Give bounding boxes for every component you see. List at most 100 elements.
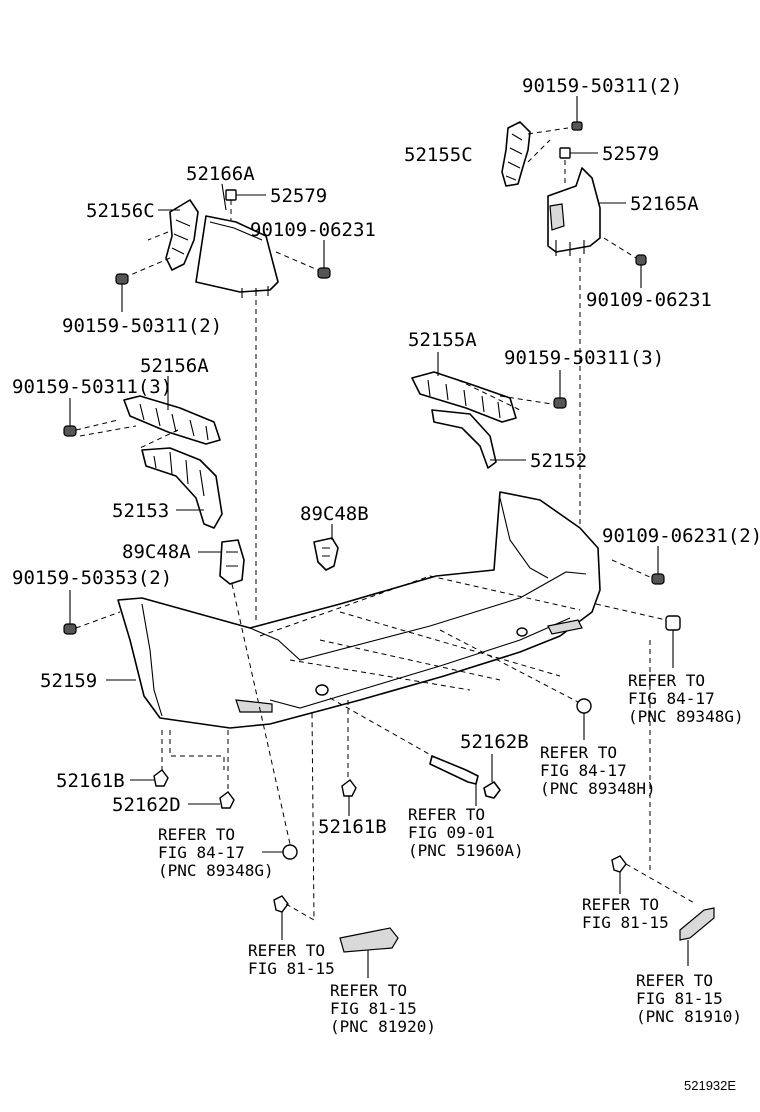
label-89c48a: 89C48A <box>122 541 191 563</box>
bulb-81-15-left[interactable] <box>273 895 289 913</box>
clip-89348h[interactable] <box>576 698 592 714</box>
bolt-90109-06231-right[interactable] <box>635 254 647 266</box>
dash-90109-right <box>603 237 637 259</box>
label-52579-right: 52579 <box>602 143 659 165</box>
part-52156a-retainer[interactable] <box>123 395 221 445</box>
label-52165a: 52165A <box>630 193 699 215</box>
label-52156a: 52156A <box>140 355 209 377</box>
label-52155a: 52155A <box>408 329 477 351</box>
part-52153-retainer[interactable] <box>141 447 223 529</box>
part-89c48b-bracket[interactable] <box>313 537 339 571</box>
part-52152-plate[interactable] <box>431 409 497 469</box>
svg-text:FIG 84-17: FIG 84-17 <box>158 843 245 862</box>
label-52166a: 52166A <box>186 163 255 185</box>
svg-text:FIG 84-17: FIG 84-17 <box>540 761 627 780</box>
clip-89348g-left[interactable] <box>282 844 298 860</box>
svg-text:FIG 81-15: FIG 81-15 <box>582 913 669 932</box>
part-52165a-extension[interactable] <box>547 167 601 256</box>
svg-text:REFER TO: REFER TO <box>408 805 485 824</box>
dash-51960a <box>329 697 437 759</box>
bolt-90159-50311-3-right[interactable] <box>553 397 567 409</box>
label-52161b-left: 52161B <box>56 770 125 792</box>
part-52155a-retainer[interactable] <box>411 371 517 423</box>
bolt-90109-06231-left[interactable] <box>317 267 331 279</box>
part-52156c-bracket[interactable] <box>165 199 199 271</box>
figure-id: 521932E <box>684 1078 736 1093</box>
clip-52162d[interactable] <box>219 791 235 809</box>
ref-89348g-right: REFER TO FIG 84-17 (PNC 89348G) <box>628 671 744 726</box>
clip-89348g-right[interactable] <box>665 615 681 631</box>
svg-text:(PNC 81910): (PNC 81910) <box>636 1007 742 1026</box>
ref-89348g-left: REFER TO FIG 84-17 (PNC 89348G) <box>158 825 274 880</box>
reflector-81910[interactable] <box>679 907 715 941</box>
svg-text:FIG 81-15: FIG 81-15 <box>330 999 417 1018</box>
svg-text:REFER TO: REFER TO <box>636 971 713 990</box>
bolt-90159-50311-3-left[interactable] <box>63 425 77 437</box>
leader-52166a <box>221 183 227 211</box>
label-90159-50311-3-right: 90159-50311(3) <box>504 347 664 369</box>
svg-text:FIG 09-01: FIG 09-01 <box>408 823 495 842</box>
label-52153: 52153 <box>112 500 169 522</box>
label-90109-06231-right: 90109-06231 <box>586 289 712 311</box>
dash-81-15-right <box>625 640 697 905</box>
svg-text:(PNC 89348G): (PNC 89348G) <box>628 707 744 726</box>
svg-text:REFER TO: REFER TO <box>330 981 407 1000</box>
label-89c48b: 89C48B <box>300 503 369 525</box>
cap-52162b[interactable] <box>483 781 501 799</box>
part-89c48a-bracket[interactable] <box>219 539 245 585</box>
label-52162b: 52162B <box>460 731 529 753</box>
part-52166a-extension[interactable] <box>195 215 279 298</box>
ref-81-15-right: REFER TO FIG 81-15 <box>582 895 669 932</box>
clip-52161b-left[interactable] <box>153 769 169 787</box>
svg-text:REFER TO: REFER TO <box>540 743 617 762</box>
label-90109-06231-left: 90109-06231 <box>250 219 376 241</box>
dash-90109-left <box>275 251 319 271</box>
label-90159-50311-2-top: 90159-50311(2) <box>522 75 682 97</box>
dash-90159-50353 <box>75 611 121 629</box>
dash-52155a <box>457 379 553 411</box>
clip-52579-right[interactable] <box>559 147 571 159</box>
ref-81920: REFER TO FIG 81-15 (PNC 81920) <box>330 981 436 1036</box>
bolt-90159-50311-left[interactable] <box>115 273 129 285</box>
ref-89348h: REFER TO FIG 84-17 (PNC 89348H) <box>540 743 656 798</box>
bolt-90159-50311-top[interactable] <box>571 121 583 131</box>
svg-text:FIG 84-17: FIG 84-17 <box>628 689 715 708</box>
reflector-81920[interactable] <box>339 927 399 953</box>
svg-text:FIG 81-15: FIG 81-15 <box>636 989 723 1008</box>
label-90159-50311-3-left: 90159-50311(3) <box>12 376 172 398</box>
svg-text:(PNC 81920): (PNC 81920) <box>330 1017 436 1036</box>
label-52162d: 52162D <box>112 794 181 816</box>
clip-52161b-mid[interactable] <box>341 779 357 797</box>
label-52152: 52152 <box>530 450 587 472</box>
label-52161b-mid: 52161B <box>318 816 387 838</box>
bolt-90159-50353[interactable] <box>63 623 77 635</box>
clip-52579-left[interactable] <box>225 189 237 201</box>
label-90159-50353-2: 90159-50353(2) <box>12 567 172 589</box>
svg-text:(PNC 89348H): (PNC 89348H) <box>540 779 656 798</box>
svg-text:FIG 81-15: FIG 81-15 <box>248 959 335 978</box>
dash-52161b-left <box>161 730 225 770</box>
label-90109-06231-2: 90109-06231(2) <box>602 525 760 547</box>
svg-text:REFER TO: REFER TO <box>248 941 325 960</box>
dash-89348g-right <box>595 603 667 621</box>
svg-text:REFER TO: REFER TO <box>628 671 705 690</box>
ref-51960a: REFER TO FIG 09-01 (PNC 51960A) <box>408 805 524 860</box>
bolt-90109-06231-2[interactable] <box>651 573 665 585</box>
part-51960a-rod[interactable] <box>429 755 479 785</box>
dash-52156a <box>75 419 179 449</box>
label-52579-left: 52579 <box>270 185 327 207</box>
dash-90109-2 <box>611 559 653 579</box>
label-52155c: 52155C <box>404 144 473 166</box>
part-52155c-bracket[interactable] <box>501 121 531 187</box>
bulb-81-15-right[interactable] <box>611 855 627 873</box>
svg-text:(PNC 89348G): (PNC 89348G) <box>158 861 274 880</box>
label-90159-50311-2-left: 90159-50311(2) <box>62 315 222 337</box>
svg-text:(PNC 51960A): (PNC 51960A) <box>408 841 524 860</box>
label-52156c: 52156C <box>86 200 155 222</box>
dash-52155c <box>527 127 569 163</box>
dash-bumper-holes <box>259 575 581 691</box>
dash-89348h <box>439 629 579 703</box>
label-52159: 52159 <box>40 670 97 692</box>
part-52159-rear-bumper-cover[interactable] <box>117 491 601 729</box>
